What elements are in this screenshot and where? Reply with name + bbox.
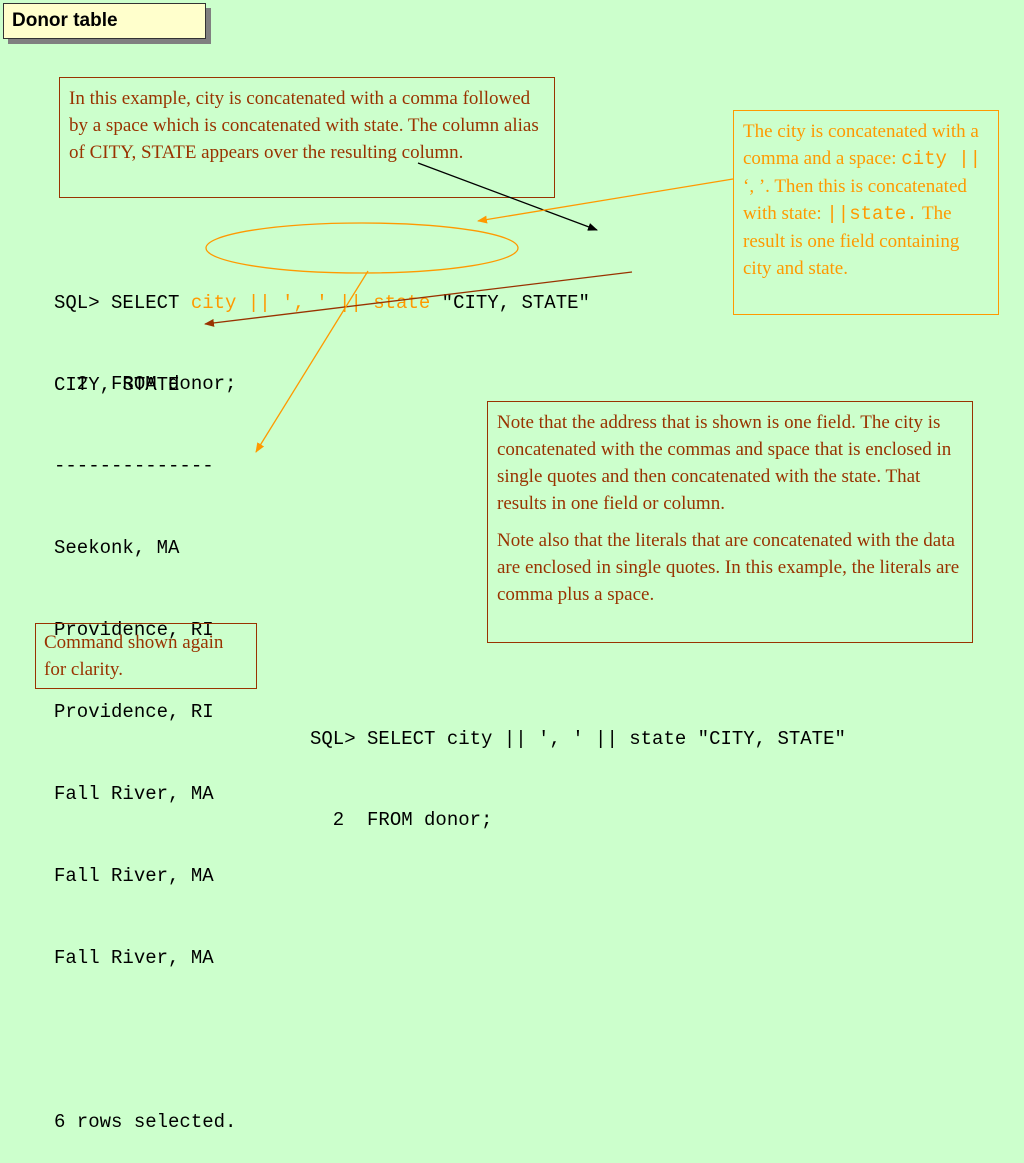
note-command-repeated: Command shown again for clarity. [35,623,257,689]
sql-select-prompt: SQL> SELECT [54,291,191,314]
arrow-alias [417,162,598,231]
note-right-code-2: ‘, ’. [743,176,770,197]
result-separator: -------------- [54,455,214,478]
note-one-field: Note that the address that is shown is o… [487,401,973,643]
note-one-field-p1: Note that the address that is shown is o… [497,412,952,514]
arrow-to-expression [477,178,734,224]
sql-select-line: SQL> SELECT city || ', ' || state "CITY,… [54,290,590,317]
result-column-header: CITY, STATE [54,373,180,396]
arrow-to-column-header [204,271,633,327]
arrow-to-result-rows [255,270,369,453]
note-city-concatenation: The city is concatenated with a comma an… [733,110,999,315]
note-right-text-1: The city is concatenated with a comma an… [743,121,979,169]
highlight-ellipse [205,222,519,274]
sql-bottom-select-line: SQL> SELECT city || ', ' || state "CITY,… [310,727,846,750]
note-right-code-1: city || [901,148,982,170]
result-row: Fall River, MA [54,783,214,806]
result-row: Seekonk, MA [54,537,180,560]
note-command-repeated-text: Command shown again for clarity. [44,632,224,680]
sql-bottom-from-line: 2 FROM donor; [310,809,493,832]
note-concatenation-explanation: In this example, city is concatenated wi… [59,77,555,198]
sql-concat-expression: city || ', ' || state [190,291,431,314]
result-row: Fall River, MA [54,946,214,969]
slide-title: Donor table [3,3,206,39]
sql-column-alias: "CITY, STATE" [430,291,590,314]
result-footer: 6 rows selected. [54,1110,237,1133]
sql-from-line: 2 FROM donor; [54,373,237,396]
note-city-concatenation-text: The city is concatenated with a comma an… [743,118,989,282]
result-row: Providence, RI [54,619,214,642]
result-row: Providence, RI [54,701,214,724]
result-row: Fall River, MA [54,864,214,887]
annotation-arrows [204,162,734,453]
note-right-code-3: ||state. [826,203,918,225]
sql-query-top: SQL> SELECT city || ', ' || state "CITY,… [54,235,590,426]
note-right-text-3: The result is one field containing city … [743,203,960,279]
note-concatenation-text: In this example, city is concatenated wi… [69,88,539,163]
note-right-text-2: Then this is concatenated with state: [743,176,967,224]
note-one-field-p2: Note also that the literals that are con… [497,530,960,605]
